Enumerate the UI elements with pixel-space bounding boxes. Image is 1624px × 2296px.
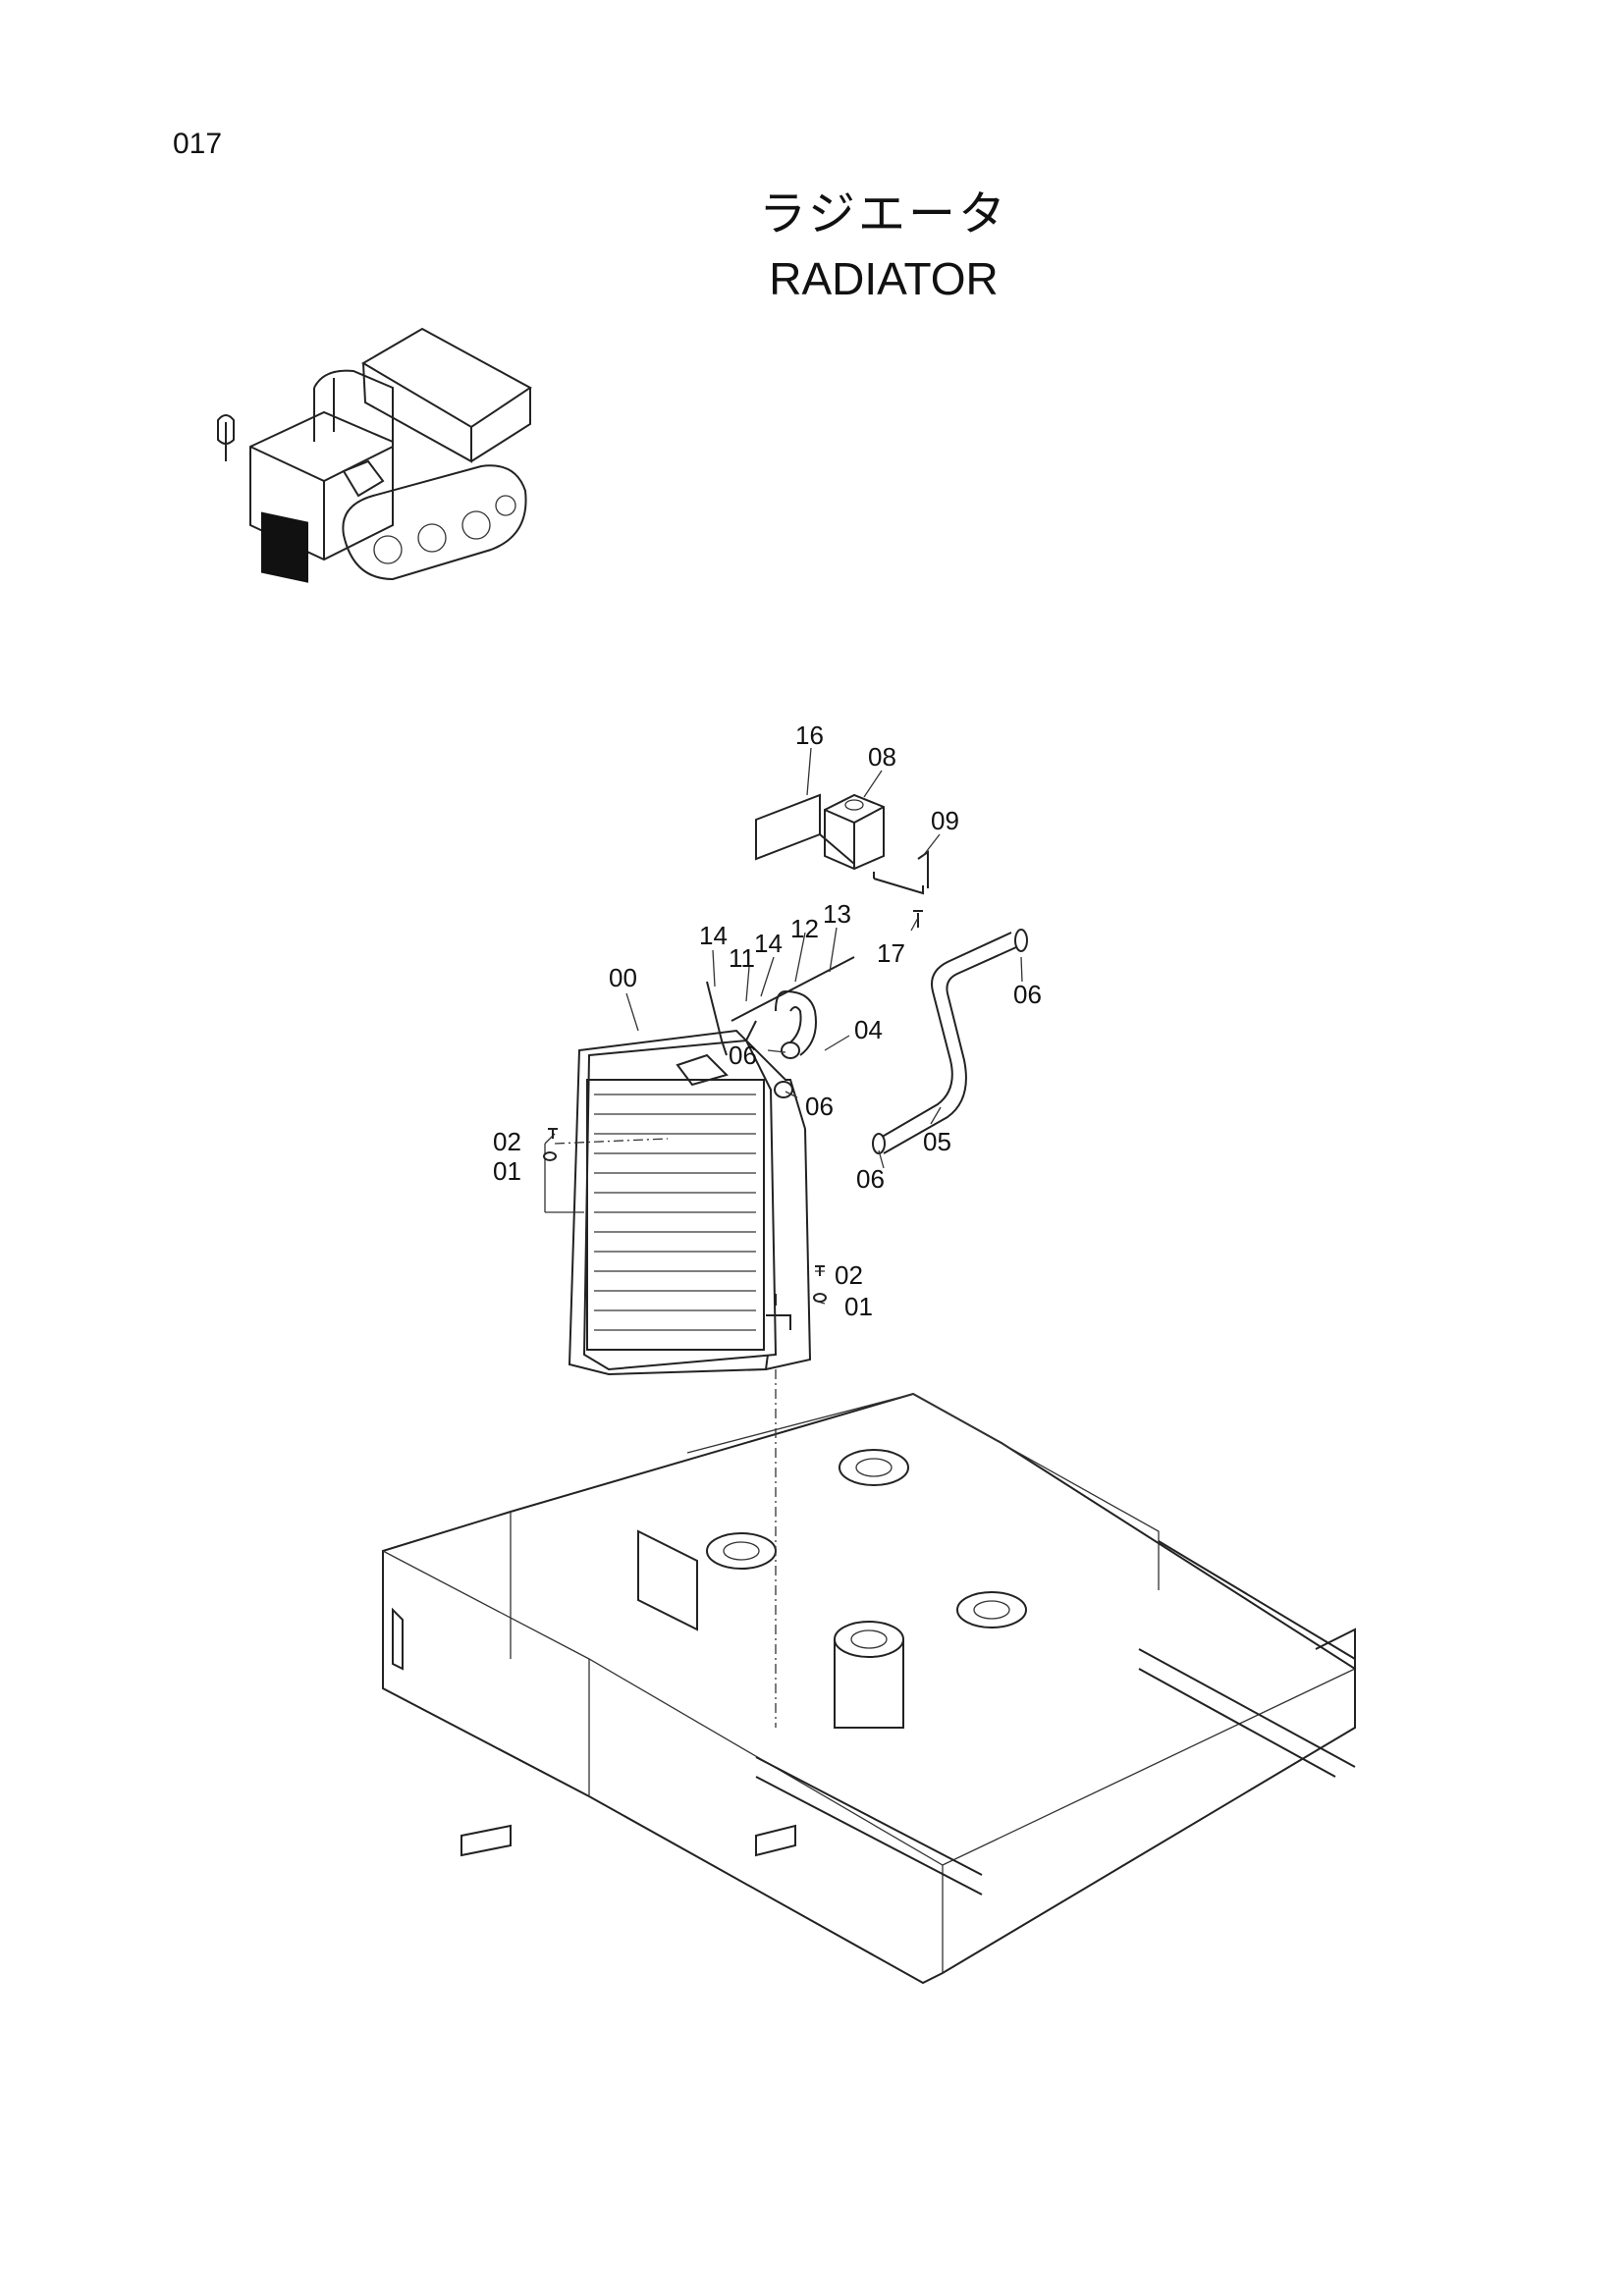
callout-00: 00 <box>609 963 637 992</box>
callout-05: 05 <box>923 1127 951 1156</box>
callout-04: 04 <box>854 1015 883 1044</box>
radiator-body <box>568 1029 812 1376</box>
hoses <box>774 929 1028 1154</box>
callout-12: 12 <box>790 914 819 943</box>
callout-14-left: 14 <box>699 921 728 950</box>
callout-16: 16 <box>795 721 824 750</box>
chassis-frame <box>382 1392 1356 1985</box>
machine-overview-illustration <box>217 327 532 583</box>
callout-17: 17 <box>877 938 905 968</box>
callout-14-right: 14 <box>754 929 783 958</box>
callout-08: 08 <box>868 742 896 772</box>
callout-01-right: 01 <box>844 1292 873 1321</box>
callout-02-left: 02 <box>493 1127 521 1156</box>
leader-lines <box>544 747 1023 1728</box>
callout-06-upper: 06 <box>729 1041 757 1070</box>
reservoir-tank-assembly <box>755 793 929 928</box>
callout-09: 09 <box>931 806 959 835</box>
callout-06-top-right: 06 <box>1013 980 1042 1009</box>
title-japanese: ラジエータ <box>758 187 1009 241</box>
callout-labels: 16 08 09 17 14 11 14 12 13 06 00 04 06 0… <box>493 721 1042 1321</box>
callout-01-left: 01 <box>493 1156 521 1186</box>
page-number: 017 <box>173 128 223 160</box>
callout-02-right: 02 <box>835 1260 863 1290</box>
callout-06-lower: 06 <box>856 1164 885 1194</box>
callout-11: 11 <box>729 943 755 973</box>
title-english: RADIATOR <box>769 253 999 304</box>
callout-13: 13 <box>823 899 851 929</box>
title-block: ラジエータ RADIATOR <box>687 185 1080 308</box>
bracket-rod-parts <box>706 956 855 1056</box>
callout-06-middle: 06 <box>805 1092 834 1121</box>
fastener-symbols <box>543 1128 827 1303</box>
